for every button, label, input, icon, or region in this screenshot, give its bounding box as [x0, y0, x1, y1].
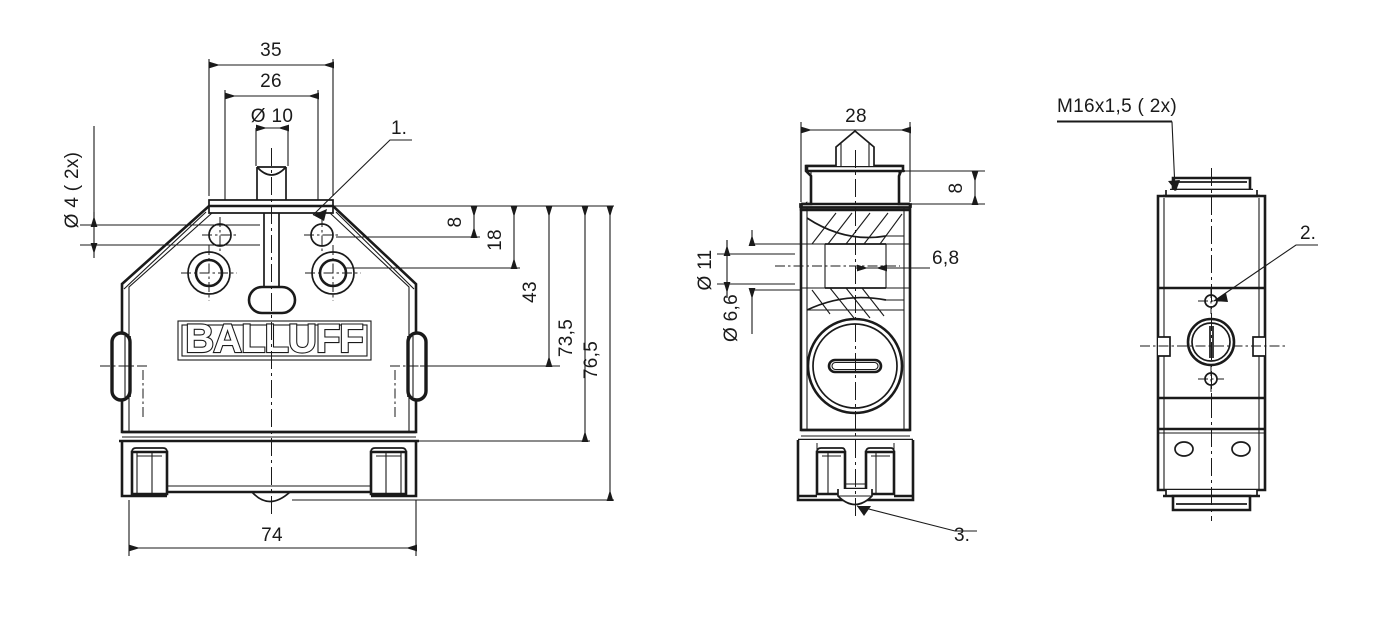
side-view-dimension-68: 6,8 [855, 248, 959, 272]
rear-view-thread-callout: M16x1,5 ( 2x) [1057, 96, 1180, 191]
front-view-dimension-d4: Ø 4 ( 2x) [62, 126, 260, 258]
front-view-dimension-35: 35 [208, 40, 334, 196]
rear-view-oval-holes [1174, 441, 1251, 457]
callout-1-label: 1. [391, 118, 407, 139]
side-view: 28 8 Ø 11 Ø 6,6 [695, 106, 985, 546]
brand-text: BALLUFF [185, 317, 362, 361]
front-view-dimension-74: 74 [128, 500, 417, 556]
dimension-73-5-label: 73,5 [556, 319, 577, 357]
front-view-dimension-43: 43 [520, 206, 553, 367]
dimension-18-label: 18 [485, 229, 506, 251]
dimension-d10-label: Ø 10 [251, 106, 293, 127]
side-view-dimension-28: 28 [800, 106, 911, 202]
side-view-dimension-8: 8 [858, 170, 985, 205]
dimension-74-label: 74 [261, 525, 283, 546]
front-view-brand-plate: BALLUFF [177, 316, 372, 362]
front-view: BALLUFF [62, 40, 614, 556]
dimension-76-5-label: 76,5 [581, 341, 602, 379]
side-view-dimension-d66: Ø 6,6 [721, 230, 801, 342]
dimension-d66-label: Ø 6,6 [721, 294, 742, 342]
dimension-43-label: 43 [520, 281, 541, 303]
side-view-callout-3: 3. [856, 505, 977, 546]
front-view-dimension-d10: Ø 10 [251, 106, 293, 166]
side-view-dimension-d11: Ø 11 [695, 240, 795, 298]
front-view-base-block [119, 430, 419, 503]
front-view-dimension-73-5: 73,5 [556, 206, 589, 442]
dimension-8b-label: 8 [946, 183, 967, 194]
dimension-26-label: 26 [260, 71, 282, 92]
thread-callout-label: M16x1,5 ( 2x) [1057, 96, 1177, 117]
dimension-28-label: 28 [845, 106, 867, 127]
front-view-large-mounting-holes [181, 245, 361, 301]
rear-view: M16x1,5 ( 2x) 2. [1057, 96, 1318, 521]
dimension-d11-label: Ø 11 [695, 250, 716, 291]
callout-2-label: 2. [1300, 223, 1316, 244]
dimension-d4-label: Ø 4 ( 2x) [62, 152, 83, 229]
front-view-dimension-76-5: 76,5 [581, 206, 614, 501]
front-view-hidden-edges [142, 370, 396, 420]
front-view-dimension-26: 26 [224, 71, 319, 200]
front-view-small-mounting-holes [202, 217, 340, 253]
dimension-35-label: 35 [260, 40, 282, 61]
rear-view-callout-2: 2. [1213, 223, 1318, 302]
front-view-dimension-18: 18 [485, 206, 518, 269]
callout-3-label: 3. [954, 525, 970, 546]
dimension-8-label: 8 [445, 217, 466, 228]
front-view-callout-1: 1. [312, 118, 412, 221]
dimension-68-label: 6,8 [932, 248, 959, 269]
front-view-plunger-assembly [208, 166, 334, 315]
front-view-dimension-8: 8 [445, 206, 478, 238]
